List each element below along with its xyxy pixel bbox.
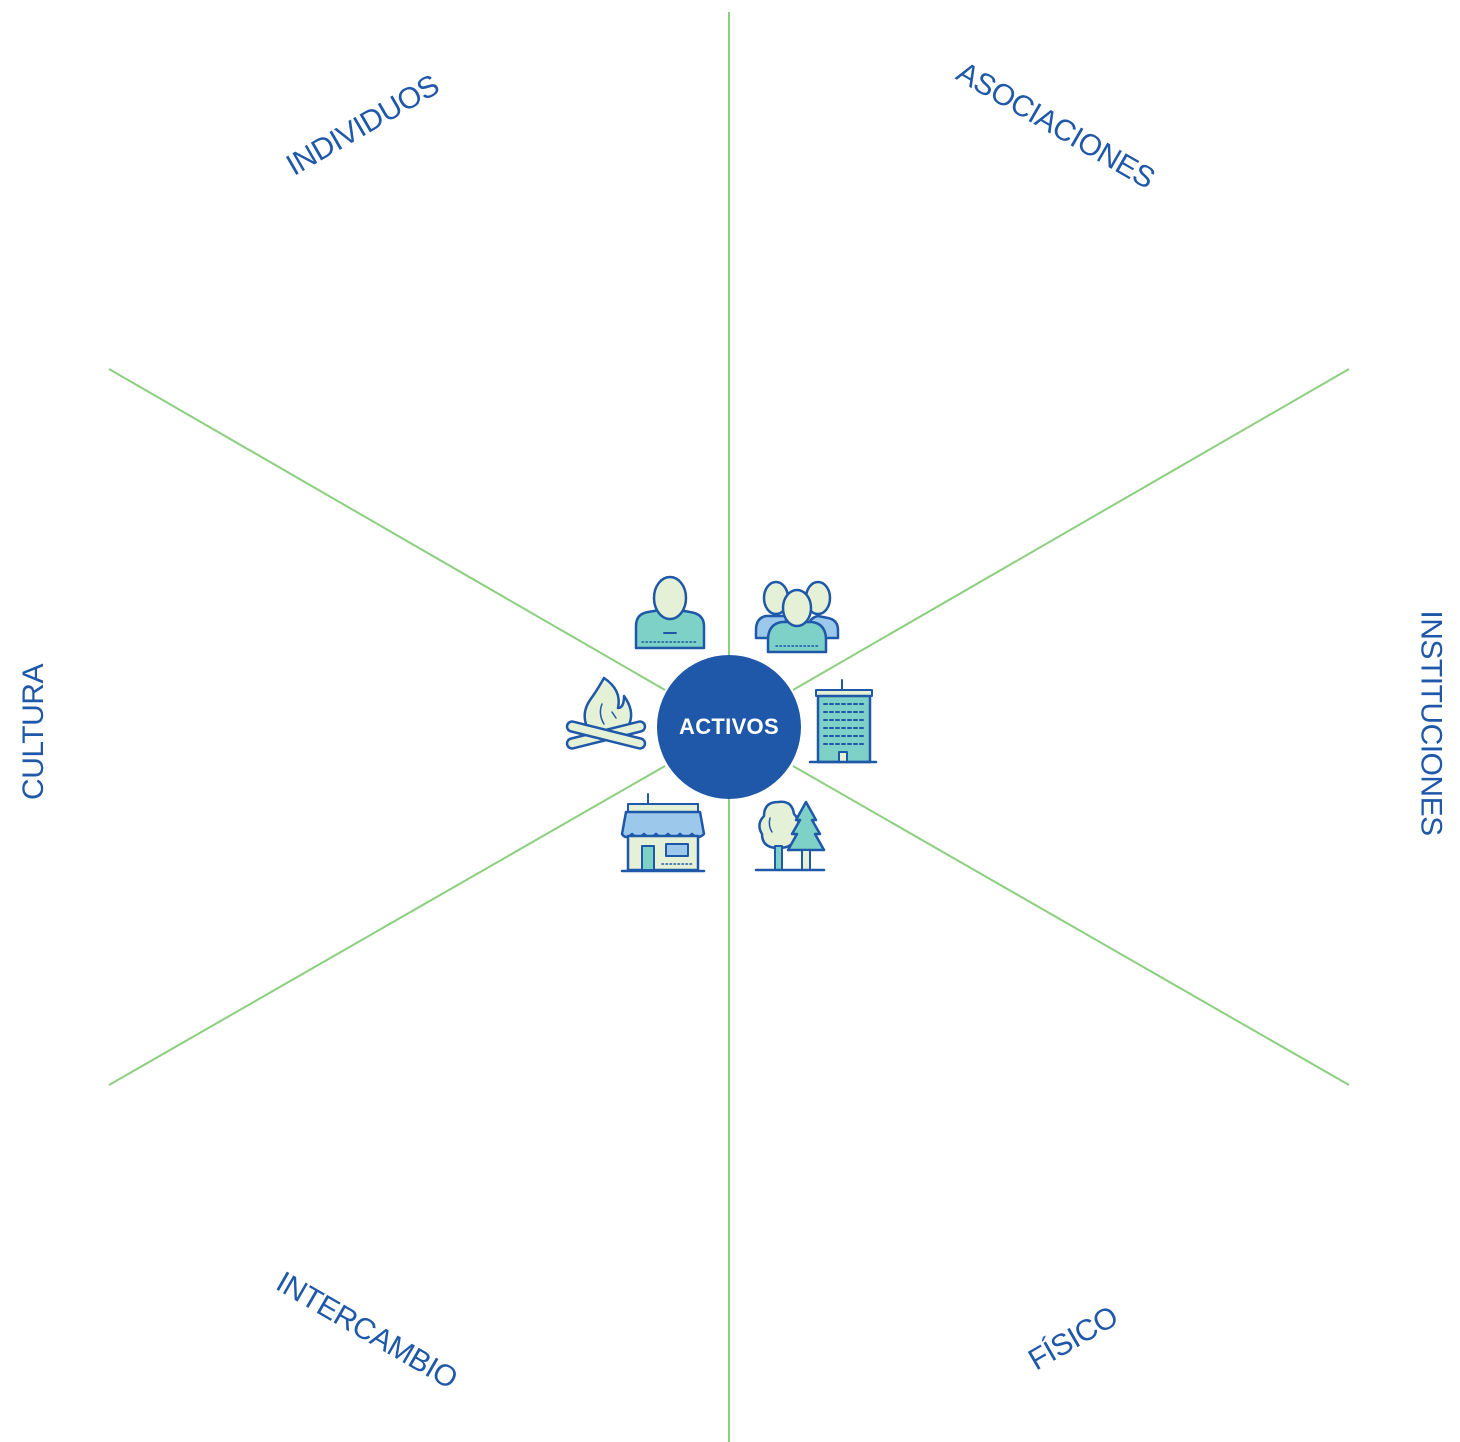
trees-icon [754,800,826,872]
shop-icon [620,793,706,873]
group-icon [754,580,840,654]
center-label: ACTIVOS [679,714,779,739]
divider-line-lower-right [792,765,1350,1086]
divider-line-lower-left [108,765,666,1086]
building-icon [808,679,878,764]
person-icon [634,575,706,650]
segment-label-cultura: CULTURA [16,664,50,800]
divider-line-upper-right [792,368,1350,691]
campfire-icon [565,676,647,750]
divider-line-upper-left [108,368,666,691]
center-circle [657,655,801,799]
segment-label-instituciones: INSTITUCIONES [1414,610,1448,836]
